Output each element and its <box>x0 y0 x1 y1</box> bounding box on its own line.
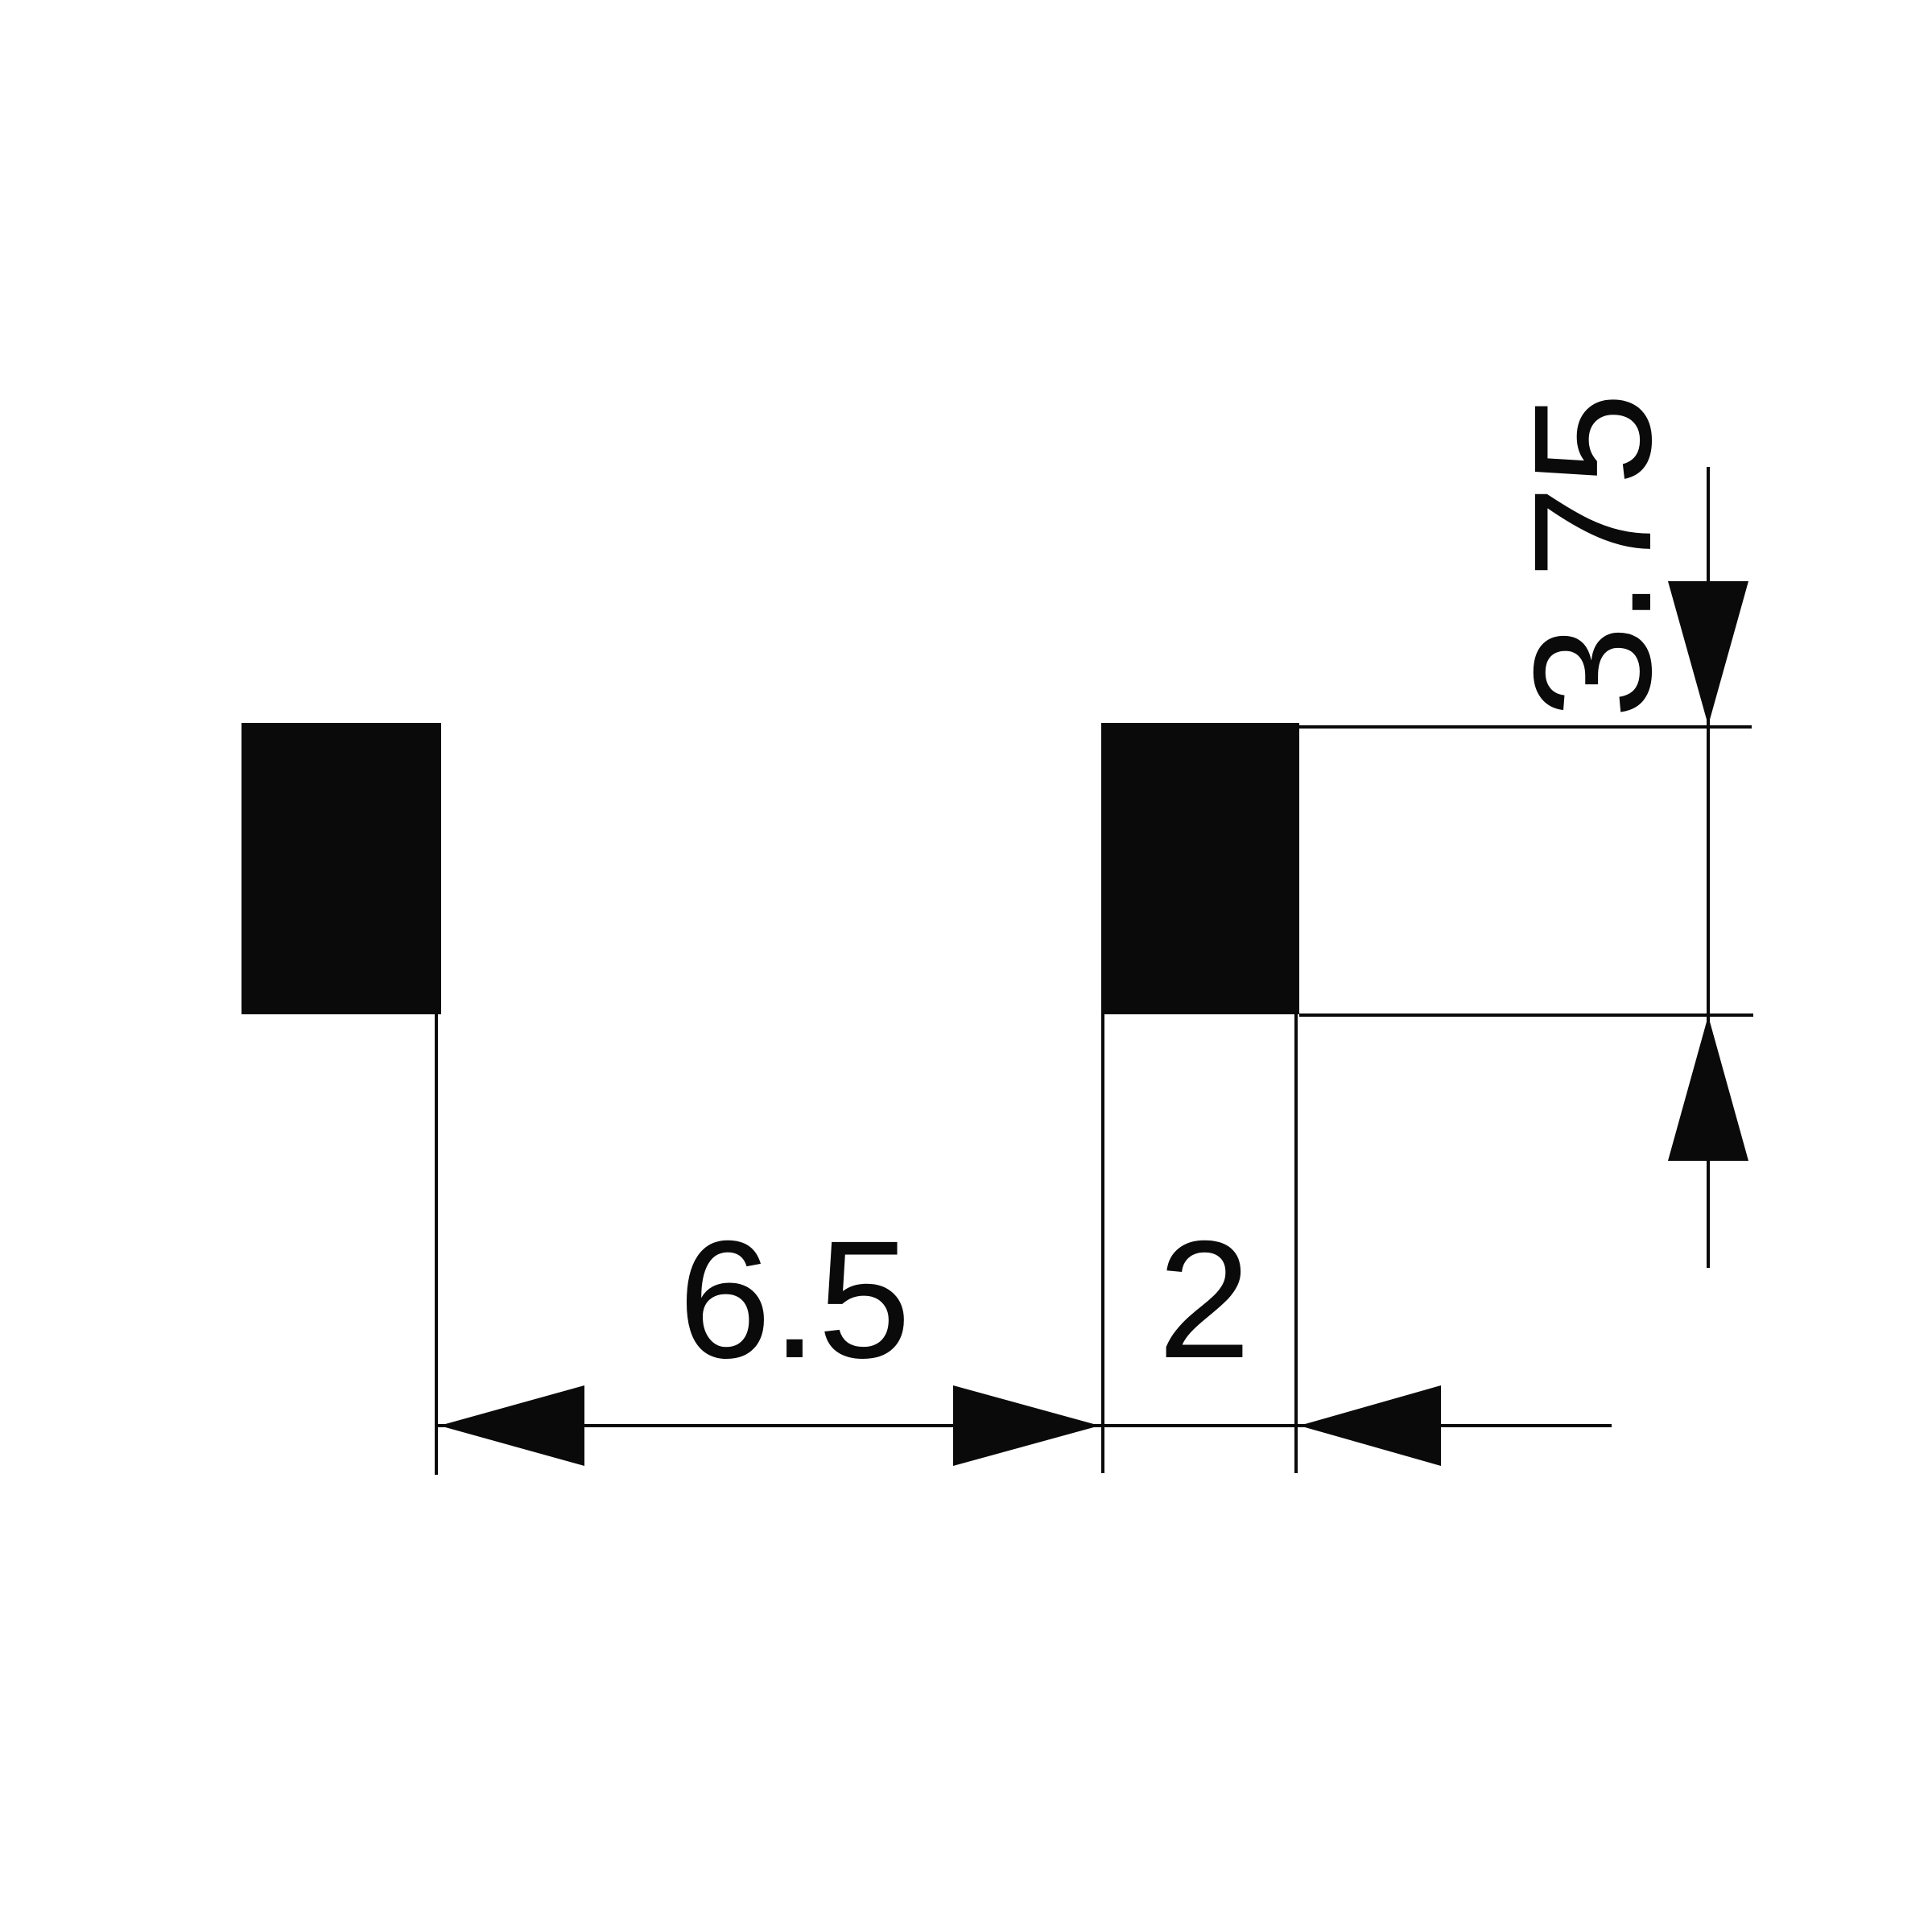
dimension-label-pad-height: 3.75 <box>1500 393 1686 719</box>
arrowhead-left-icon <box>1299 1385 1441 1466</box>
pad-left <box>242 723 441 1014</box>
dimension-label-pad-width: 2 <box>1158 1207 1251 1393</box>
arrowhead-up-icon <box>1668 1016 1748 1161</box>
arrowhead-right-icon <box>953 1385 1100 1466</box>
arrowhead-left-icon <box>440 1385 584 1466</box>
pad-right <box>1101 723 1299 1014</box>
dimension-label-pad-gap: 6.5 <box>678 1207 910 1393</box>
arrowhead-down-icon <box>1668 581 1748 725</box>
